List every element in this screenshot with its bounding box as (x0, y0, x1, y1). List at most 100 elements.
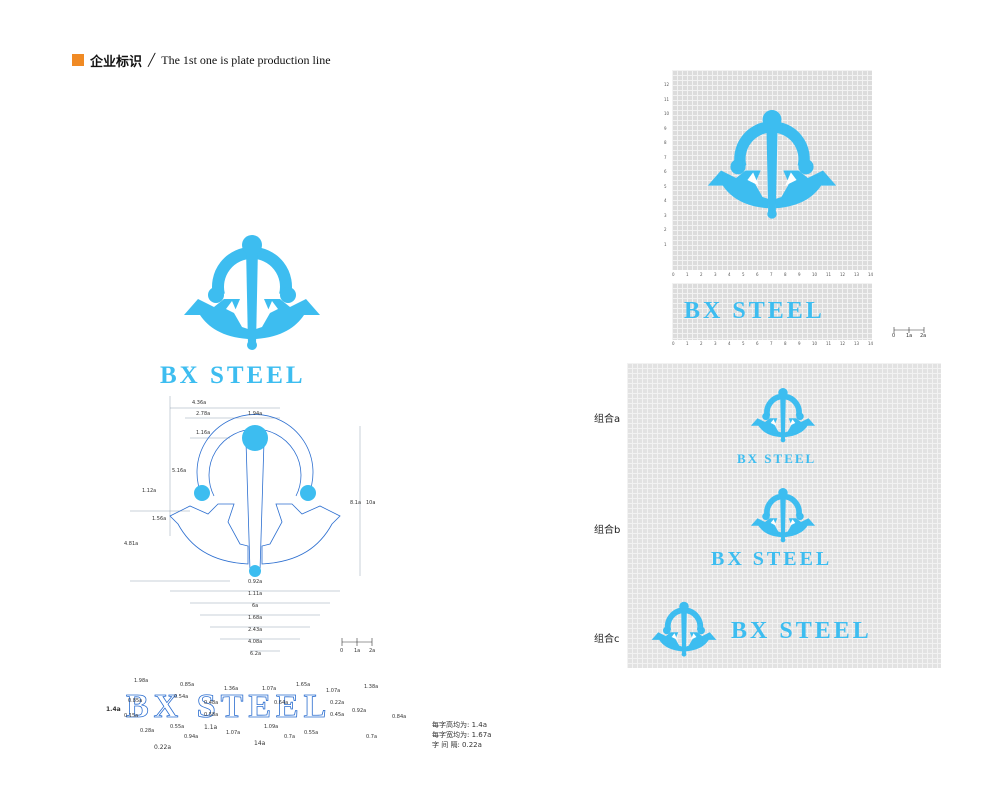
note-label: 每字宽均为: (432, 731, 470, 739)
scale-label: 1a (354, 648, 361, 654)
dim-label: 1.38a (364, 684, 379, 690)
logo-outline-diagram (130, 396, 373, 652)
x-tick-label: 12 (840, 341, 846, 346)
dim-label: 1.65a (296, 682, 311, 688)
dim-label: 5.16a (172, 468, 187, 474)
x-tick-label: 9 (798, 272, 801, 277)
y-tick-label: 6 (664, 169, 667, 174)
dim-label: 0.22a (154, 744, 172, 751)
y-tick-label: 10 (664, 111, 670, 116)
dim-label: 1.09a (264, 724, 279, 730)
dim-label: 2.78a (196, 411, 211, 417)
construction-drawing: 4.36a 2.78a 1.16a 1.94a 5.16a 1.12a 1.56… (124, 396, 380, 661)
outline-wordmark: BX STEEL (126, 688, 332, 726)
x-tick-label: 12 (840, 272, 846, 277)
x-tick-label: 8 (784, 272, 787, 277)
header-separator: ╱ (148, 52, 156, 67)
note-value: 0.22a (462, 741, 482, 749)
wordmark-spec: BX STEEL 1.4a 1.98a 0.85a 1.36a 1.07a 1.… (104, 676, 406, 756)
x-tick-label: 7 (770, 341, 773, 346)
note-line: 每字高均为: 1.4a (432, 720, 491, 730)
x-tick-label: 4 (728, 341, 731, 346)
dim-label: 6.2a (250, 651, 262, 657)
dim-label: 1.68a (248, 615, 263, 621)
note-value: 1.4a (471, 721, 488, 729)
x-tick-label: 14 (868, 341, 874, 346)
x-tick-label: 2 (700, 272, 703, 277)
x-tick-label: 1 (686, 341, 689, 346)
logo-grid-panel (672, 70, 872, 270)
scale-label: 2a (920, 333, 927, 339)
combo-a-wordmark: BX STEEL (737, 451, 817, 466)
scale-label: 1a (906, 333, 913, 339)
y-tick-label: 9 (664, 125, 667, 131)
y-tick-label: 5 (664, 183, 667, 189)
dim-label: 4.08a (248, 639, 263, 645)
y-tick-label: 4 (664, 198, 667, 203)
y-tick-label: 1 (664, 241, 667, 247)
orange-square-icon (72, 54, 84, 66)
dim-label: 0.45a (330, 712, 345, 718)
main-logo (180, 225, 324, 355)
dim-label: 2.43a (248, 627, 263, 633)
dim-label: 8.1a (350, 500, 362, 506)
x-tick-label: 10 (812, 341, 818, 346)
x-tick-label: 5 (742, 341, 745, 346)
combo-label-a: 组合a (594, 414, 621, 425)
dim-label: 1.07a (262, 686, 277, 692)
dim-label: 0.64a (274, 700, 289, 706)
spec-notes: 每字高均为: 1.4a 每字宽均为: 1.67a 字 间 隔: 0.22a (432, 720, 491, 750)
x-tick-label: 3 (714, 341, 717, 346)
note-value: 1.67a (471, 731, 492, 739)
dim-label: 0.92a (352, 708, 367, 714)
scale-label: 0 (340, 648, 344, 654)
dim-label: 1.11a (248, 591, 263, 597)
dim-label: 1.56a (152, 516, 167, 522)
dim-label: 0.7a (366, 734, 378, 740)
dim-label: 10a (366, 500, 376, 506)
grid-wordmark: BX STEEL (684, 298, 825, 324)
x-tick-label: 6 (756, 272, 759, 277)
y-tick-label: 7 (664, 154, 667, 160)
scale-label: 2a (369, 648, 376, 654)
x-tick-label: 7 (770, 272, 773, 277)
combinations-panel: BX STEEL BX STEEL BX STEEL (627, 363, 941, 668)
dim-label: 0.58a (204, 712, 219, 718)
dim-label: 1.36a (224, 686, 239, 692)
x-tick-label: 14 (868, 272, 874, 277)
dim-label: 0.28a (140, 728, 155, 734)
x-tick-label: 0 (672, 272, 675, 277)
dim-label: 0.92a (248, 579, 263, 585)
bx-steel-anchor-icon (749, 483, 817, 545)
combo-b-wordmark: BX STEEL (711, 548, 833, 570)
note-label: 字 间 隔: (432, 741, 460, 749)
x-tick-label: 6 (756, 341, 759, 346)
combo-label-b: 组合b (594, 525, 621, 536)
dim-label: 0.15a (124, 713, 139, 719)
dim-label: 0.85a (180, 682, 195, 688)
note-line: 每字宽均为: 1.67a (432, 730, 491, 740)
dim-label: 1.4a (106, 706, 121, 713)
combo-c-wordmark: BX STEEL (731, 618, 872, 644)
dim-label: 1.07a (326, 688, 341, 694)
x-tick-label: 13 (854, 341, 860, 346)
x-tick-label: 8 (784, 341, 787, 346)
note-label: 每字高均为: (432, 721, 470, 729)
dim-label: 6a (252, 603, 259, 609)
scale-bar (893, 327, 925, 333)
main-wordmark: BX STEEL (160, 362, 306, 389)
dim-label: 1.98a (134, 678, 149, 684)
page-header: 企业标识 ╱ The 1st one is plate production l… (72, 52, 331, 70)
x-tick-label: 5 (742, 272, 745, 277)
header-title-en: The 1st one is plate production line (161, 52, 331, 67)
y-tick-label: 3 (664, 212, 667, 218)
x-tick-label: 13 (854, 272, 860, 277)
dim-label: 1.07a (226, 730, 241, 736)
dim-label: 1.94a (248, 411, 263, 417)
dim-label: 1.16a (196, 430, 211, 436)
x-tick-label: 10 (812, 272, 818, 277)
dim-label: 14a (254, 740, 266, 747)
dim-label: 0.55a (170, 724, 185, 730)
